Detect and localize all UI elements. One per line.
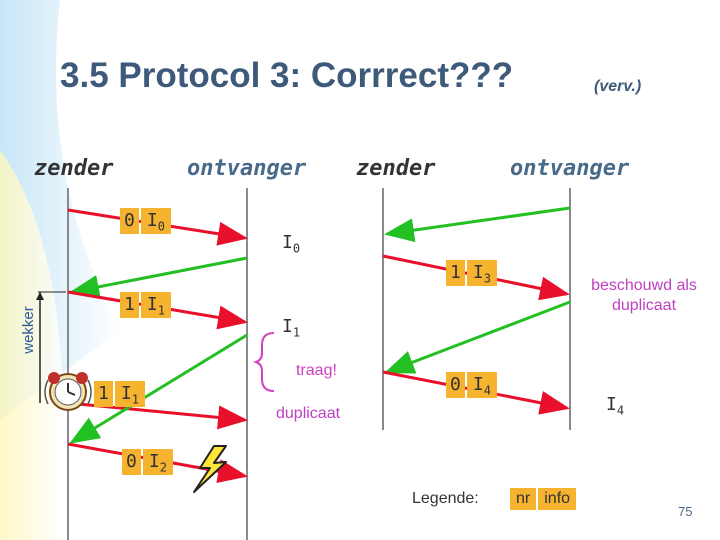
left-packet-3: 0 I2: [122, 449, 173, 475]
legend-nr: nr: [510, 488, 537, 510]
lightning-icon: [193, 445, 227, 493]
packet-nr: 0: [122, 449, 141, 475]
right-packet-1: 0 I4: [446, 372, 497, 398]
right-delivered-0: I4: [606, 394, 625, 418]
page-title: 3.5 Protocol 3: Corrrect???: [60, 56, 514, 95]
packet-info: I0: [140, 208, 171, 234]
right-packet-0: 1 I3: [446, 260, 497, 286]
page-number: 75: [678, 504, 693, 519]
packet-nr: 0: [446, 372, 465, 398]
slow-label: traag!: [296, 362, 337, 379]
left-packet-2: 1 I1: [94, 381, 145, 407]
packet-nr: 0: [120, 208, 139, 234]
left-ack-arrow-1: [69, 333, 248, 444]
page-subtitle: (verv.): [594, 78, 642, 95]
right-receiver-label: ontvanger: [510, 156, 630, 181]
left-receiver-label: ontvanger: [187, 156, 307, 181]
packet-info: I4: [466, 372, 497, 398]
packet-info: I2: [142, 449, 173, 475]
left-packet-0: 0 I0: [120, 208, 171, 234]
left-delivered-0: I0: [282, 232, 301, 256]
left-ack-arrow-0: [69, 256, 248, 299]
right-sender-label: zender: [356, 156, 436, 181]
duplicate-label: duplicaat: [276, 405, 341, 422]
alarm-clock-icon: [44, 372, 92, 411]
packet-info: I1: [140, 292, 171, 318]
legend-info: info: [538, 488, 577, 510]
left-packet-1: 1 I1: [120, 292, 171, 318]
packet-info: I1: [114, 381, 145, 407]
packet-nr: 1: [120, 292, 139, 318]
packet-info: I3: [466, 260, 497, 286]
right-ack-arrow-0: [384, 206, 571, 243]
right-ack-arrow-1: [384, 300, 571, 374]
legend-label: Legende:: [412, 490, 479, 507]
timer-label: wekker: [20, 306, 37, 354]
legend-box: nr info: [510, 488, 577, 510]
left-sender-label: zender: [34, 156, 114, 181]
left-delivered-1: I1: [282, 316, 301, 340]
packet-nr: 1: [446, 260, 465, 286]
packet-nr: 1: [94, 381, 113, 407]
slow-brace: [252, 332, 275, 392]
duplicate-note: beschouwd als duplicaat: [591, 277, 697, 314]
